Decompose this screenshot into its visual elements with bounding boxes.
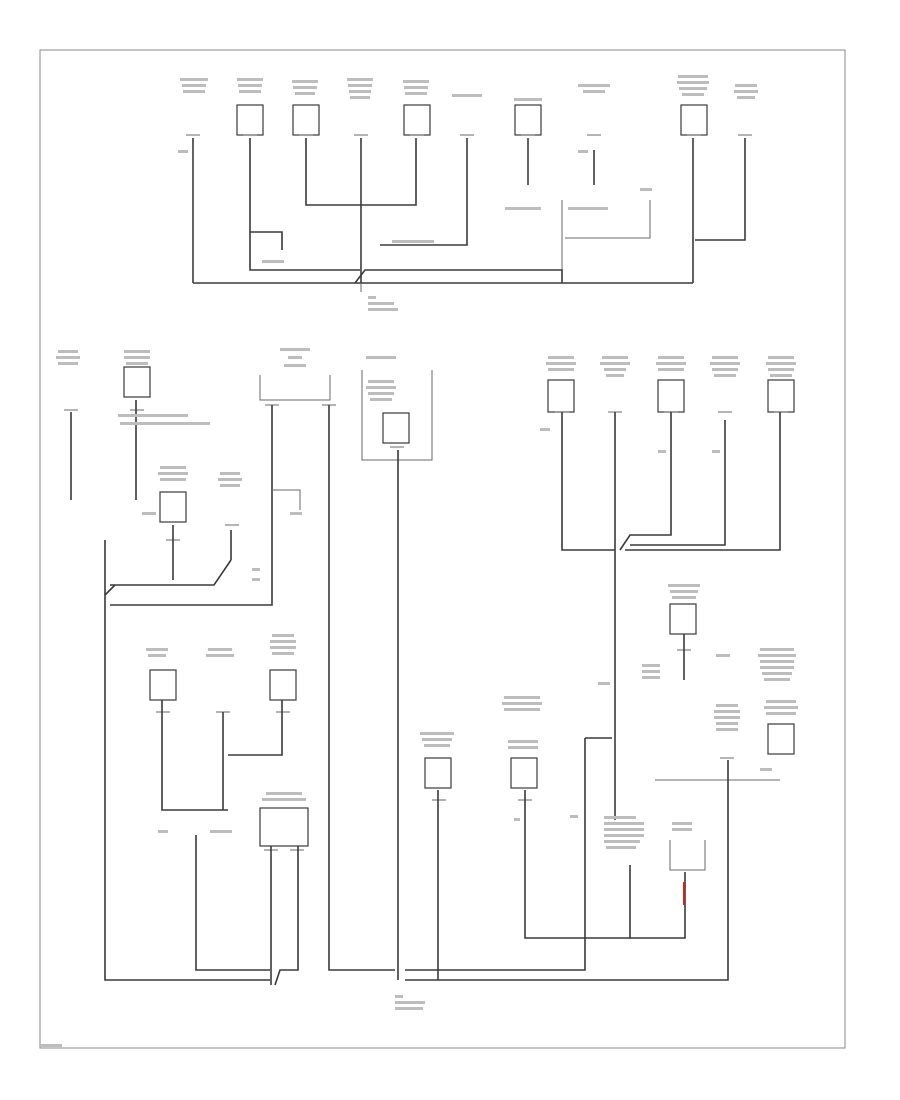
component-box (510, 757, 538, 789)
connector-stub (432, 411, 788, 801)
ground-wire (250, 231, 283, 250)
ground-wire (272, 489, 301, 510)
component-box (382, 412, 410, 444)
ground-wire (619, 412, 672, 551)
ground-wire (274, 846, 299, 986)
component-box (767, 723, 795, 755)
ground-wire (565, 200, 651, 239)
ground-wire (110, 559, 232, 586)
left-ground-circuit (40, 348, 433, 1047)
component-box (403, 104, 431, 136)
component-box (149, 669, 177, 701)
component-box (514, 104, 542, 136)
ground-wire (195, 835, 270, 971)
component-box (767, 379, 795, 413)
ground-wire (405, 737, 612, 971)
top-ground-circuit (178, 75, 758, 311)
switch-bracket (259, 375, 331, 401)
label-marks (420, 356, 798, 849)
ground-wire (228, 700, 283, 756)
ground-wire (405, 760, 729, 981)
ground-wire (328, 405, 395, 971)
component-box (269, 669, 297, 701)
label-marks (178, 75, 758, 311)
ground-wire (104, 540, 270, 981)
switch-bracket (361, 370, 433, 461)
component-box (669, 603, 697, 635)
ground-wire (524, 790, 631, 939)
ground-bus (354, 269, 563, 284)
ground-wire (110, 405, 273, 606)
fuse-bracket (669, 840, 706, 871)
label-marks (40, 348, 425, 1047)
component-box (547, 379, 575, 413)
component-box (159, 491, 187, 523)
component-box (657, 379, 685, 413)
ground-wire (695, 138, 746, 241)
component-box (259, 807, 309, 847)
component-box (680, 104, 708, 136)
ground-wire (161, 700, 228, 811)
component-box (123, 366, 151, 398)
component-box (292, 104, 320, 136)
right-ground-circuit (405, 356, 798, 981)
ground-wire (380, 138, 468, 246)
component-box (236, 104, 264, 136)
ground-wire (104, 584, 116, 596)
ground-wire (630, 872, 686, 939)
ground-wire (561, 412, 615, 551)
ground-wire (625, 412, 781, 551)
component-box (424, 757, 452, 789)
ground-wire (630, 420, 726, 546)
diagram-frame (39, 49, 846, 1049)
ground-wire (249, 138, 360, 271)
